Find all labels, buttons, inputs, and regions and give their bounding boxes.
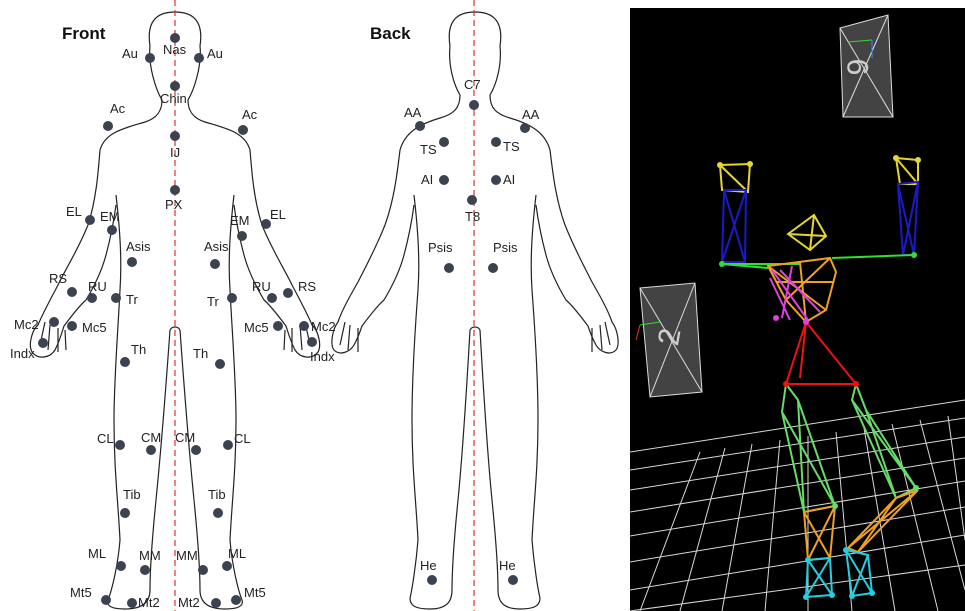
marker-label: IJ: [170, 146, 180, 160]
marker-label: CL: [234, 432, 251, 446]
marker-label: AI: [503, 173, 515, 187]
marker-label: C7: [464, 78, 481, 92]
marker-label: Mt2: [138, 596, 160, 610]
marker-label: EL: [66, 205, 82, 219]
marker-label: Tib: [123, 488, 141, 502]
marker-label: TS: [420, 143, 437, 157]
marker-label: Th: [193, 347, 208, 361]
marker-label: Ac: [110, 102, 125, 116]
marker-label: MM: [176, 549, 198, 563]
marker-label: Asis: [204, 240, 229, 254]
marker-label: RS: [298, 280, 316, 294]
marker-label: Mc2: [14, 318, 39, 332]
marker-label: RS: [49, 272, 67, 286]
camera-6-label: 6: [839, 59, 873, 76]
back-title: Back: [370, 24, 411, 44]
marker-label: EM: [100, 210, 120, 224]
marker-label: ML: [88, 547, 106, 561]
marker-label: PX: [165, 198, 182, 212]
marker-label: ML: [228, 547, 246, 561]
marker-label: Mc5: [244, 321, 269, 335]
marker-label: EL: [270, 208, 286, 222]
front-marker-dots: [38, 33, 317, 608]
marker-label: Au: [122, 47, 138, 61]
marker-label: Mc2: [311, 320, 336, 334]
marker-label: AA: [522, 108, 539, 122]
marker-label: Au: [207, 47, 223, 61]
marker-label: CM: [175, 431, 195, 445]
marker-label: RU: [252, 280, 271, 294]
viewer-panel: [630, 8, 965, 611]
marker-label: Tib: [208, 488, 226, 502]
marker-label: CL: [97, 432, 114, 446]
marker-label: Psis: [428, 241, 453, 255]
marker-label: Chin: [160, 92, 187, 106]
marker-label: CM: [141, 431, 161, 445]
marker-label: Tr: [207, 295, 219, 309]
marker-label: Mt5: [244, 586, 266, 600]
marker-label: Tr: [126, 293, 138, 307]
marker-label: Mt5: [70, 586, 92, 600]
marker-label: Indx: [10, 347, 35, 361]
marker-label: AA: [404, 106, 421, 120]
marker-label: MM: [139, 549, 161, 563]
marker-label: Asis: [126, 240, 151, 254]
marker-label: He: [420, 559, 437, 573]
marker-label: Nas: [163, 43, 186, 57]
marker-label: He: [499, 559, 516, 573]
marker-label: RU: [88, 280, 107, 294]
marker-label: Th: [131, 343, 146, 357]
marker-label: Mt2: [178, 596, 200, 610]
marker-label: AI: [421, 173, 433, 187]
marker-label: T8: [465, 210, 480, 224]
marker-label: EM: [230, 214, 250, 228]
front-title: Front: [62, 24, 105, 44]
marker-label: Ac: [242, 108, 257, 122]
marker-label: Mc5: [82, 321, 107, 335]
marker-label: Indx: [310, 350, 335, 364]
marker-label: Psis: [493, 241, 518, 255]
marker-label: TS: [503, 140, 520, 154]
